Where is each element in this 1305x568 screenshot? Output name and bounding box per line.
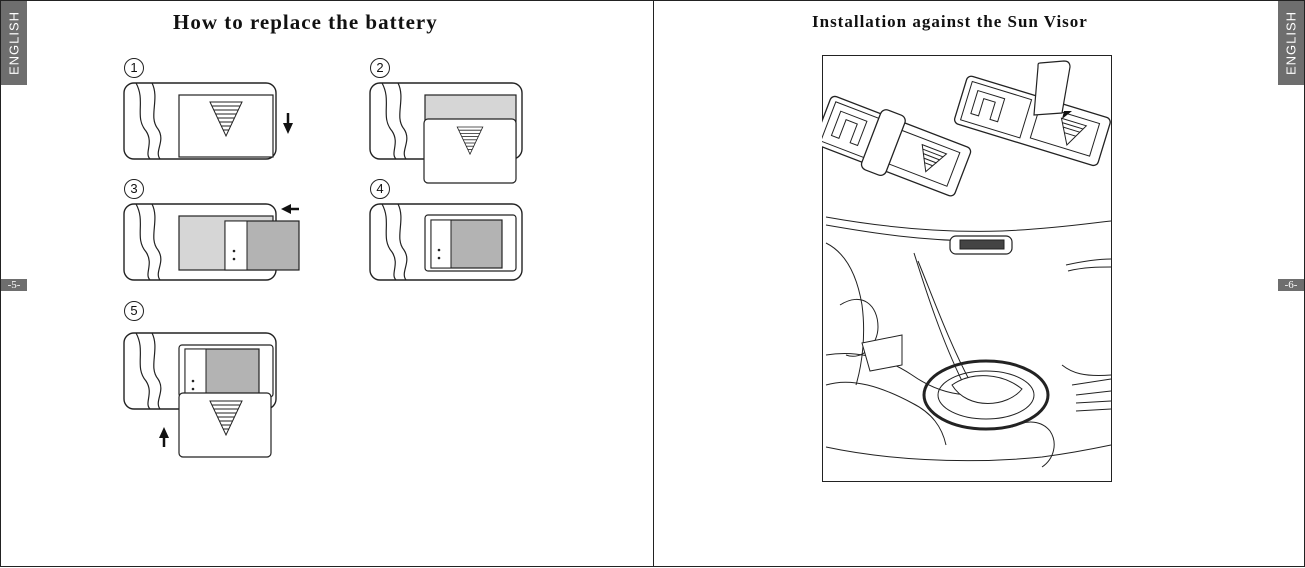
sun-visor-installation-illustration — [822, 55, 1112, 482]
arrow-up-icon — [159, 427, 169, 438]
step-1-figure — [124, 83, 293, 159]
arrow-left-icon — [281, 204, 291, 214]
step-4-figure — [370, 204, 522, 280]
arrow-down-icon — [283, 123, 293, 134]
step-2-figure — [370, 83, 522, 183]
step-5-figure — [124, 333, 276, 457]
page-title-right: Installation against the Sun Visor — [812, 12, 1088, 32]
page-number: -6- — [1278, 279, 1304, 291]
language-tab: ENGLISH — [1278, 1, 1304, 85]
step-3-figure — [124, 204, 299, 280]
battery-steps-illustration — [1, 1, 655, 568]
left-page: ENGLISH -5- How to replace the battery 1… — [0, 0, 654, 567]
language-tab-label: ENGLISH — [1284, 11, 1299, 75]
